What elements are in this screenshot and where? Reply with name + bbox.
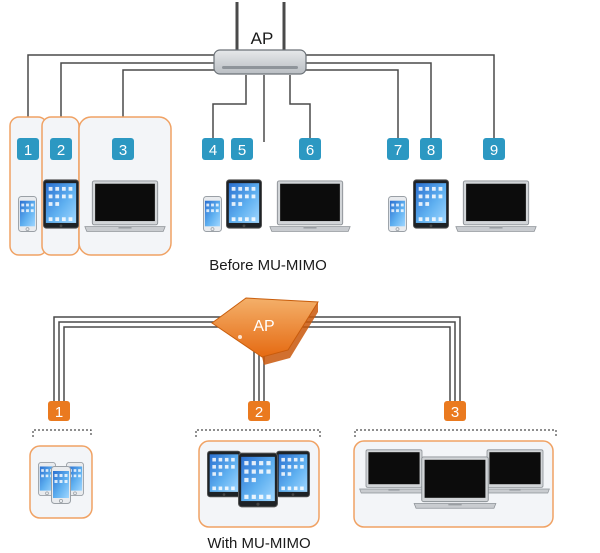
badge-8: 8 xyxy=(420,138,442,160)
badge-1: 1 xyxy=(17,138,39,160)
badge-9: 9 xyxy=(483,138,505,160)
svg-text:9: 9 xyxy=(490,142,498,159)
ap-icon xyxy=(211,297,319,365)
badge-2: 2 xyxy=(50,138,72,160)
svg-text:8: 8 xyxy=(427,142,435,159)
laptop-icon xyxy=(455,180,537,232)
phone-icon xyxy=(388,196,407,232)
badge-5: 5 xyxy=(231,138,253,160)
tablet-icon xyxy=(276,450,310,498)
tablet-icon xyxy=(226,179,262,229)
single-user-wires xyxy=(27,54,495,142)
multi-user-wires xyxy=(53,316,461,403)
badge-2: 2 xyxy=(248,401,270,421)
with-mu-mimo-diagram: AP 1 2 3 xyxy=(29,297,557,552)
laptop-icon xyxy=(480,449,550,494)
badge-3: 3 xyxy=(112,138,134,160)
top-ap-label: AP xyxy=(251,29,274,48)
router-icon xyxy=(213,49,307,75)
top-devices xyxy=(18,179,537,232)
svg-text:4: 4 xyxy=(209,142,217,159)
tablet-icon xyxy=(238,452,278,508)
svg-text:1: 1 xyxy=(55,404,63,421)
with-mu-mimo-caption: With MU-MIMO xyxy=(207,535,310,552)
tablet-icon xyxy=(43,179,79,229)
before-mu-mimo-caption: Before MU-MIMO xyxy=(209,257,327,274)
badge-4: 4 xyxy=(202,138,224,160)
laptop-icon xyxy=(413,456,497,509)
orange-badges: 1 2 3 xyxy=(48,401,466,421)
svg-text:3: 3 xyxy=(119,142,127,159)
laptop-icon xyxy=(269,180,351,232)
before-mu-mimo-diagram: AP 1 2 3 4 5 6 7 8 9 Befo xyxy=(9,2,537,274)
tablet-icon xyxy=(207,450,241,498)
badge-3: 3 xyxy=(444,401,466,421)
badge-7: 7 xyxy=(387,138,409,160)
tablet-icon xyxy=(413,179,449,229)
badge-6: 6 xyxy=(299,138,321,160)
phone-icon xyxy=(203,196,222,232)
phone-icon xyxy=(51,466,71,504)
laptop-icon xyxy=(359,449,429,494)
svg-text:6: 6 xyxy=(306,142,314,159)
svg-text:2: 2 xyxy=(255,404,263,421)
svg-text:5: 5 xyxy=(238,142,246,159)
bottom-ap-label: AP xyxy=(253,318,274,335)
svg-text:1: 1 xyxy=(24,142,32,159)
svg-text:3: 3 xyxy=(451,404,459,421)
svg-text:2: 2 xyxy=(57,142,65,159)
group-brackets xyxy=(32,429,557,437)
phone-icon xyxy=(18,196,37,232)
svg-text:7: 7 xyxy=(394,142,402,159)
badge-1: 1 xyxy=(48,401,70,421)
blue-badges: 1 2 3 4 5 6 7 8 9 xyxy=(17,138,505,160)
laptop-icon xyxy=(84,180,166,232)
